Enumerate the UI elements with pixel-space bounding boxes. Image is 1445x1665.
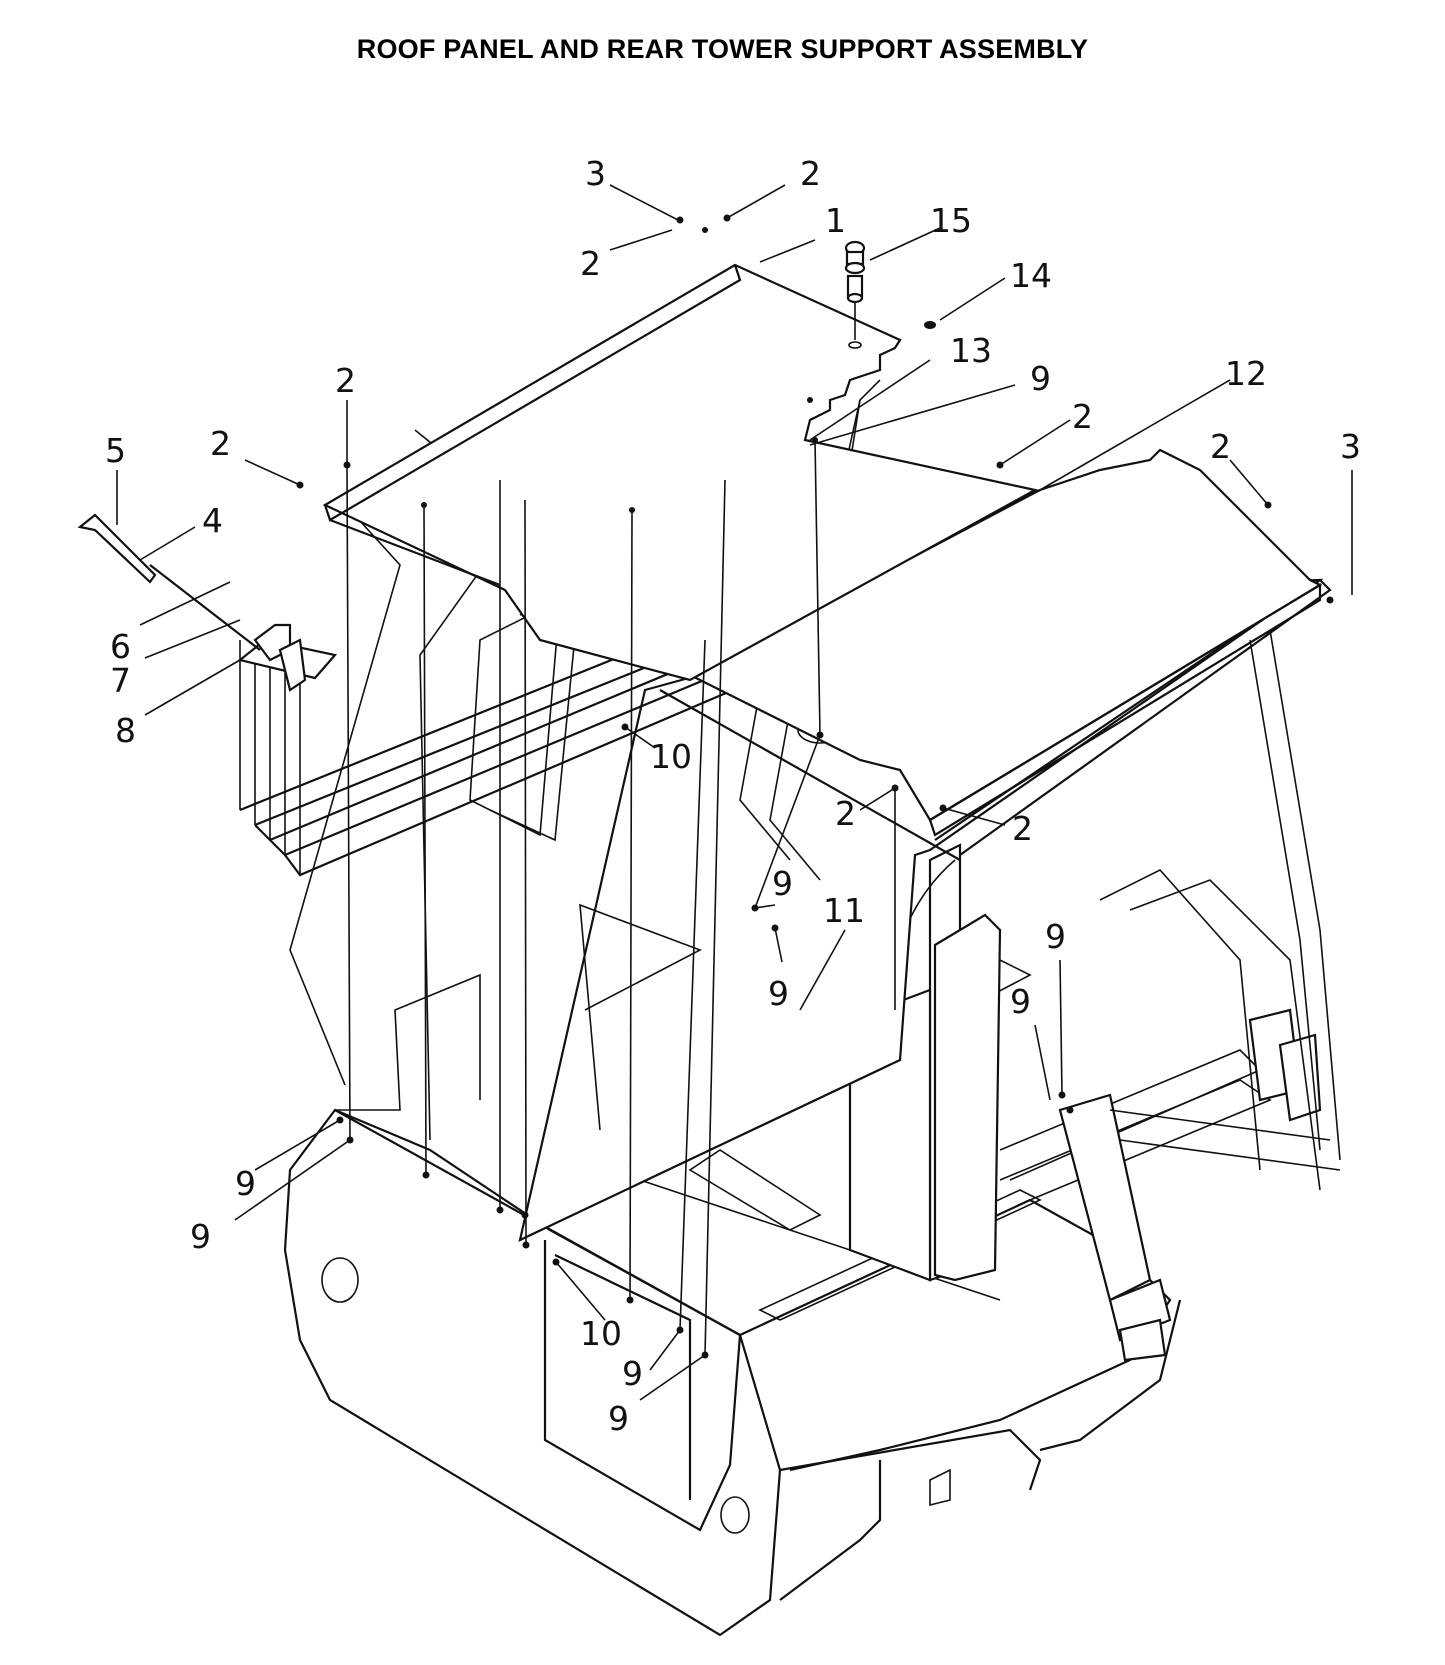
callout-2: 2: [580, 244, 601, 283]
callout-4: 4: [202, 501, 223, 540]
callout-10: 10: [580, 1314, 622, 1353]
callout-15: 15: [930, 201, 972, 240]
callout-9: 9: [772, 864, 793, 903]
callout-2: 2: [1072, 397, 1093, 436]
callout-9: 9: [608, 1399, 629, 1438]
callout-8: 8: [115, 711, 136, 750]
callout-9: 9: [235, 1164, 256, 1203]
callout-2: 2: [1012, 809, 1033, 848]
callout-10: 10: [650, 737, 692, 776]
handle-knob: [844, 240, 936, 349]
callout-2: 2: [1210, 427, 1231, 466]
callout-14: 14: [1010, 256, 1052, 295]
callout-9: 9: [622, 1354, 643, 1393]
callout-1: 1: [825, 201, 846, 240]
callout-leaders: [116, 184, 1353, 1401]
callout-9: 9: [1045, 917, 1066, 956]
alignment-leader-lines: [346, 439, 896, 1356]
callout-12: 12: [1225, 354, 1267, 393]
callout-9: 9: [768, 974, 789, 1013]
callout-9: 9: [1010, 982, 1031, 1021]
callout-6: 6: [110, 627, 131, 666]
callout-7: 7: [110, 661, 131, 700]
front-roof-panel: [322, 263, 1039, 682]
mount-bracket-assembly: [77, 513, 338, 692]
callout-13: 13: [950, 331, 992, 370]
callout-2: 2: [800, 154, 821, 193]
callout-2: 2: [210, 424, 231, 463]
callout-5: 5: [105, 431, 126, 470]
rear-tower-support: [639, 843, 1341, 1302]
callout-labels: 3 2 2 1 15 14 13 9 12 2 2 3 2 2 5 4 6 7 …: [105, 154, 1361, 1438]
callout-9: 9: [190, 1217, 211, 1256]
callout-9: 9: [1030, 359, 1051, 398]
page-title: ROOF PANEL AND REAR TOWER SUPPORT ASSEMB…: [356, 34, 1089, 64]
callout-2: 2: [835, 794, 856, 833]
callout-3: 3: [585, 154, 606, 193]
callout-11: 11: [823, 891, 865, 930]
callout-2: 2: [335, 361, 356, 400]
chassis-frame: [283, 959, 1182, 1637]
callout-3: 3: [1340, 427, 1361, 466]
